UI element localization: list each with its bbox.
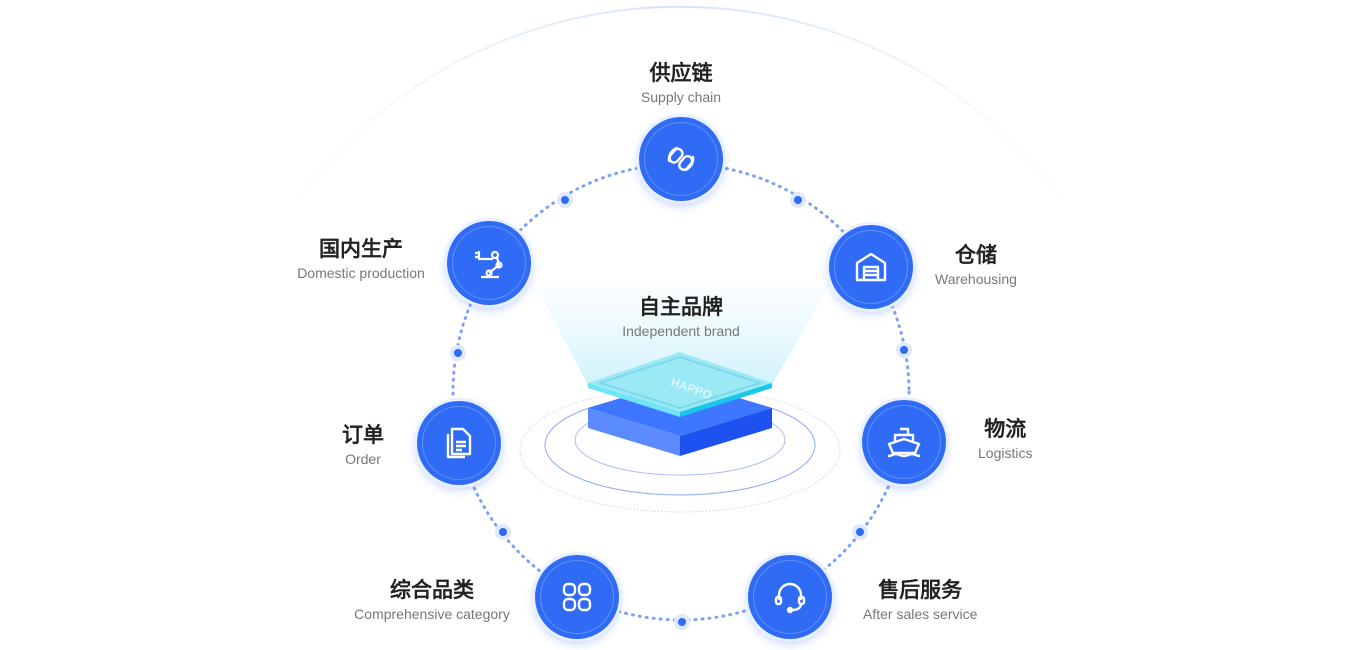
label-en: Order — [345, 451, 381, 467]
orbit-dots — [450, 192, 912, 630]
node-logistics[interactable] — [862, 400, 946, 484]
label-en: Domestic production — [297, 265, 425, 281]
label-order: 订单 Order — [342, 423, 384, 467]
document-icon — [446, 427, 472, 459]
label-warehousing: 仓储 Warehousing — [935, 243, 1017, 287]
label-en: Logistics — [978, 445, 1033, 461]
link-icon — [667, 146, 695, 172]
label-zh: 国内生产 — [319, 237, 403, 261]
outer-arc — [269, 5, 1091, 241]
label-zh: 售后服务 — [878, 578, 963, 602]
label-zh: 综合品类 — [389, 578, 474, 602]
label-after-sales-service: 售后服务 After sales service — [863, 578, 978, 622]
grid-icon — [562, 582, 592, 612]
label-zh: 订单 — [342, 423, 384, 447]
headset-icon — [774, 582, 806, 614]
node-domestic-production[interactable] — [447, 221, 531, 305]
label-comprehensive-category: 综合品类 Comprehensive category — [354, 578, 510, 622]
label-en: Supply chain — [640, 89, 722, 105]
node-supply-chain[interactable] — [639, 117, 723, 201]
label-en: Comprehensive category — [354, 606, 510, 622]
brand-platform: HAPPO — [588, 352, 772, 456]
light-beam — [535, 285, 830, 385]
label-zh: 供应链 — [649, 61, 713, 85]
label-zh: 仓储 — [954, 243, 997, 267]
warehouse-icon — [855, 252, 887, 282]
label-zh: 物流 — [984, 417, 1027, 441]
label-supply-chain: 供应链 Supply chain — [640, 61, 722, 105]
robot-arm-icon — [475, 250, 503, 279]
center-title: 自主品牌 — [639, 295, 723, 319]
label-en: Warehousing — [935, 271, 1017, 287]
node-warehousing[interactable] — [829, 225, 913, 309]
center-label: 自主品牌 Independent brand — [622, 295, 740, 339]
node-order[interactable] — [417, 401, 501, 485]
node-comprehensive-category[interactable] — [535, 555, 619, 639]
node-after-sales-service[interactable] — [748, 555, 832, 639]
label-logistics: 物流 Logistics — [978, 417, 1033, 461]
label-domestic-production: 国内生产 Domestic production — [297, 237, 425, 281]
ship-icon — [887, 427, 921, 458]
center-subtitle: Independent brand — [622, 323, 740, 339]
label-en: After sales service — [863, 606, 978, 622]
